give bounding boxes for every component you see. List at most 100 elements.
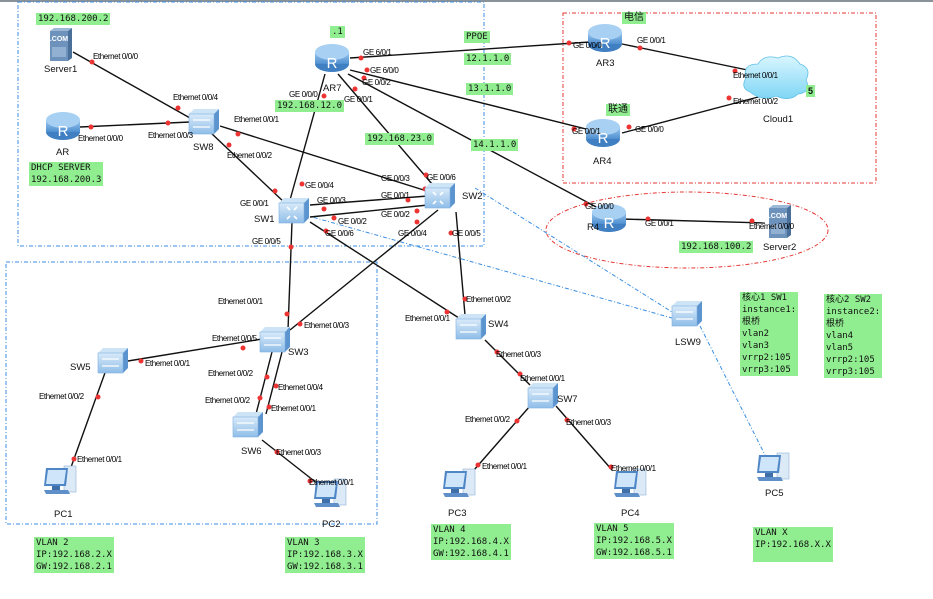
link-sw4-sw7 xyxy=(484,339,531,386)
core2-sw2-note: 核心2 SW2 instance2: 根桥 vlan4 vlan5 vrrp2:… xyxy=(824,294,883,378)
port-label: GE 0/0/1 xyxy=(344,95,373,104)
link-sw8-sw2 xyxy=(219,125,431,193)
pc4-label: PC4 xyxy=(621,508,639,519)
link-ar-sw8 xyxy=(79,121,191,128)
network-192-168-12-note: 192.168.12.0 xyxy=(275,100,345,112)
sw5-label: SW5 xyxy=(70,362,91,373)
port-label: GE 0/0/2 xyxy=(362,78,391,87)
cloud-port-note: 5 xyxy=(806,85,816,97)
port-label: GE 0/0/0 xyxy=(585,202,614,211)
pc3-icon[interactable] xyxy=(442,468,476,498)
sw2-label: SW2 xyxy=(462,191,483,202)
link-ar3-cloud1 xyxy=(621,43,763,74)
lsw9-label: LSW9 xyxy=(675,337,701,348)
sw6-switch-icon[interactable] xyxy=(232,411,264,438)
ar7-label: AR7 xyxy=(323,83,341,94)
port-label: Ethernet 0/0/1 xyxy=(271,404,317,413)
port-label: GE 6/0/0 xyxy=(370,66,399,75)
pc1-label: PC1 xyxy=(54,509,72,520)
link-sw7-pc3 xyxy=(473,405,531,471)
top-border xyxy=(0,0,933,2)
sw4-label: SW4 xyxy=(488,319,509,330)
ar7-router-icon[interactable] xyxy=(315,44,349,72)
port-label: GE 0/0/3 xyxy=(381,174,410,183)
sw3-label: SW3 xyxy=(288,347,309,358)
link-r4-server2 xyxy=(621,218,766,224)
sw1-label: SW1 xyxy=(254,214,275,225)
port-label: Ethernet 0/0/1 xyxy=(309,478,355,487)
link-sw2-lsw9 xyxy=(474,187,673,313)
port-label: GE 0/0/4 xyxy=(398,229,427,238)
port-label: GE 0/0/1 xyxy=(572,127,601,136)
sw5-switch-icon[interactable] xyxy=(97,347,129,374)
port-label: GE 0/0/3 xyxy=(317,196,346,205)
port-label: Ethernet 0/0/1 xyxy=(733,71,779,80)
pc5-label: PC5 xyxy=(765,488,783,499)
port-label: GE 0/0/1 xyxy=(637,36,666,45)
port-dots xyxy=(71,40,755,484)
zone-core xyxy=(17,1,485,247)
link-sw1-sw2-b xyxy=(309,204,429,218)
port-label: Ethernet 0/0/2 xyxy=(466,295,512,304)
zone-remote xyxy=(545,191,829,269)
port-label: GE 0/0/0 xyxy=(289,90,318,99)
link-ar4-cloud1 xyxy=(621,95,763,134)
port-label: GE 0/0/2 xyxy=(381,210,410,219)
port-label: Ethernet 0/0/3 xyxy=(304,321,350,330)
server1-label: Server1 xyxy=(44,64,77,75)
link-ar7-sw2 xyxy=(337,73,433,185)
port-label: GE 6/0/1 xyxy=(363,48,392,57)
port-label: Ethernet 0/0/1 xyxy=(145,359,191,368)
sw7-label: SW7 xyxy=(557,394,578,405)
server1-icon[interactable] xyxy=(49,27,73,62)
vlan3-note: VLAN 3 IP:192.168.3.X GW:192.168.3.1 xyxy=(285,537,365,573)
network-192-168-23-note: 192.168.23.0 xyxy=(365,133,435,145)
link-ar7-ar3 xyxy=(349,41,591,59)
lsw9-switch-icon[interactable] xyxy=(671,300,703,327)
port-label: Ethernet 0/0/3 xyxy=(566,418,612,427)
cloud1-icon[interactable] xyxy=(743,55,809,99)
pc2-label: PC2 xyxy=(322,519,340,530)
sw3-switch-icon[interactable] xyxy=(259,326,291,353)
sw2-l3switch-icon[interactable] xyxy=(424,182,456,209)
link-sw2-sw3 xyxy=(289,209,439,331)
r4-label: R4 xyxy=(587,222,599,233)
port-label: Ethernet 0/0/1 xyxy=(520,374,566,383)
cloud1-label: Cloud1 xyxy=(763,114,793,125)
sw8-switch-icon[interactable] xyxy=(188,108,220,135)
core1-sw1-note: 核心1 SW1 instance1: 根桥 vlan2 vlan3 vrrp2:… xyxy=(740,292,799,376)
vlan4-note: VLAN 4 IP:192.168.4.X GW:192.168.4.1 xyxy=(431,524,511,560)
ar-label: AR xyxy=(56,147,69,158)
server2-ip-note: 192.168.100.2 xyxy=(679,241,754,253)
port-label: Ethernet 0/0/0 xyxy=(749,222,795,231)
sw7-switch-icon[interactable] xyxy=(527,382,559,409)
port-label: Ethernet 0/0/1 xyxy=(405,314,451,323)
port-label: GE 0/0/4 xyxy=(305,181,334,190)
link-sw1-sw3 xyxy=(287,221,293,331)
port-label: Ethernet 0/0/1 xyxy=(77,455,123,464)
port-label: GE 0/0/1 xyxy=(381,191,410,200)
sw6-label: SW6 xyxy=(241,446,262,457)
port-label: GE 0/0/5 xyxy=(252,237,281,246)
link-ar7-sw1 xyxy=(289,73,326,201)
pc4-icon[interactable] xyxy=(613,468,647,498)
port-label: GE 0/0/1 xyxy=(645,219,674,228)
pc1-icon[interactable] xyxy=(43,465,77,495)
pc5-icon[interactable] xyxy=(756,452,790,482)
sw4-switch-icon[interactable] xyxy=(455,313,487,340)
sw1-l3switch-icon[interactable] xyxy=(278,197,310,224)
link-sw3-sw6-b xyxy=(265,351,283,415)
port-label: GE 0/0/2 xyxy=(338,217,367,226)
network-13-1-1-note: 13.1.1.0 xyxy=(466,83,514,95)
link-sw1-sw2-a xyxy=(309,195,429,206)
link-sw5-sw3 xyxy=(127,338,263,362)
port-label: Ethernet 0/0/2 xyxy=(227,151,273,160)
link-sw5-pc1 xyxy=(69,369,107,471)
port-label: GE 0/0/0 xyxy=(635,125,664,134)
link-sw6-pc2 xyxy=(261,439,319,485)
server1-ip-note: 192.168.200.2 xyxy=(36,13,111,25)
ar-router-icon[interactable] xyxy=(46,112,80,140)
ar3-label: AR3 xyxy=(596,58,614,69)
unicom-note: 联通 xyxy=(606,104,630,116)
port-label: Ethernet 0/0/5 xyxy=(212,334,258,343)
